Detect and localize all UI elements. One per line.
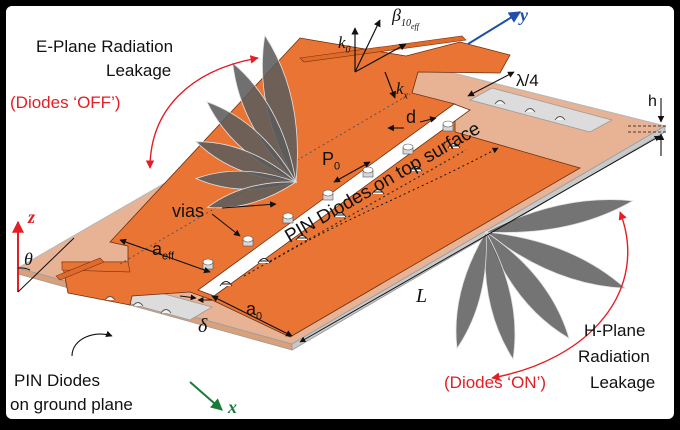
l-label: L [416,285,428,307]
k0-label: k0 [338,34,351,56]
kx-symbol: k [396,79,404,98]
e-plane-lobe-6 [206,181,298,209]
e-plane-label-line1: E-Plane Radiation [36,37,174,56]
diodes-off-label: (Diodes ‘OFF’) [10,93,121,112]
diode-ground-4 [494,100,506,105]
pin-ground-pointer [71,330,113,357]
vias-arrow-2 [221,201,277,209]
lambda4-dimension [467,71,515,97]
via-top-4 [322,189,334,197]
a0-dimension [211,295,293,337]
theta-ray [17,237,75,293]
k0-symbol: k [338,33,346,52]
a-eff-symbol: a [152,239,163,259]
via-top-5 [362,166,374,174]
lambda4-label: λ/4 [516,71,539,90]
a-eff-dimension [119,238,211,274]
copper-rail-top [299,35,467,63]
a-eff-label: aeff [152,240,174,263]
via-top-6 [402,143,414,151]
dotted-guide-top [119,93,411,265]
y-axis-label: y [520,5,528,25]
kx-arrow [384,71,397,99]
kx-label: kx [396,80,408,102]
h-plane-label-line2: Radiation [578,347,650,366]
delta-label: δ [198,315,208,337]
diodes-ground-group [104,100,566,314]
d-dim-right [419,116,437,123]
via-top-2 [242,235,254,243]
p0-label: P0 [322,150,340,173]
h-plane-label-line1: H-Plane [584,321,646,340]
k-diagonal-arrow [354,19,381,73]
p0-symbol: P [322,149,335,169]
a0-label: a0 [246,300,262,323]
beta-symbol: β [392,5,401,25]
kx-subscript: x [403,90,408,102]
theta-arc [17,267,31,271]
pin-ground-label-line1: PIN Diodes [14,371,100,390]
k0-subscript: 0 [345,44,351,56]
diode-ground-2 [132,302,144,307]
d-label: d [406,107,417,127]
via-top-7 [442,120,454,128]
via-top-1 [202,258,214,266]
a-eff-subscript: eff [162,250,175,263]
via-top-3 [282,212,294,220]
pin-ground-label-line2: on ground plane [10,395,133,414]
x-axis-label: x [228,397,237,417]
vias-arrow-1 [211,213,241,237]
e-plane-label-line2: Leakage [106,61,172,80]
h-plane-label-line3: Leakage [590,373,656,392]
diode-ground-1 [104,296,116,301]
vias-label: vias [172,201,205,221]
a0-subscript: 0 [256,310,263,323]
beta-subscript: 10 [400,17,411,29]
beta-subscript2: eff [410,21,419,31]
x-axis [189,381,223,411]
y-axis [467,11,522,45]
diode-ground-6 [554,116,566,121]
p0-subscript: 0 [334,160,341,173]
l-dimension [299,135,661,343]
delta-dim-left [179,294,197,301]
beta-arrow [354,43,407,73]
diodes-on-label: (Diodes ‘ON’) [444,373,547,392]
pin-top-pointer [269,147,499,263]
diode-ground-3 [160,309,172,314]
copper-rail-left [55,257,105,281]
h-label: h [648,93,657,110]
beta-label: β10eff [392,6,419,31]
z-axis-label: z [28,207,36,227]
diode-ground-5 [524,108,536,113]
a0-symbol: a [246,299,257,319]
theta-label: θ [24,249,33,269]
e-plane-arc-arrow [145,55,259,169]
